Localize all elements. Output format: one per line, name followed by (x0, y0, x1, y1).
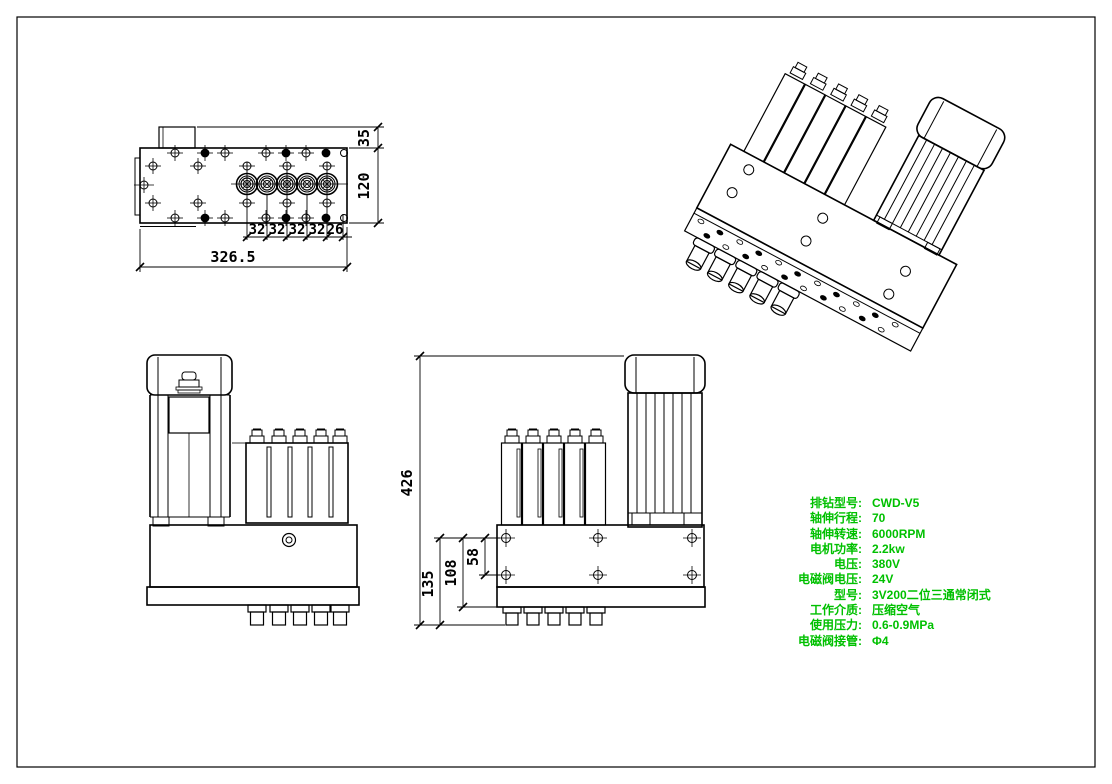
dim-pitch-2: 32 (269, 222, 286, 238)
dim-pitch-4: 32 (309, 222, 326, 238)
cable-gland (175, 371, 203, 394)
spec-value: Φ4 (872, 633, 889, 648)
side-cylinders (500, 428, 607, 526)
dim-pitch-3: 32 (289, 222, 306, 238)
spec-row: 电磁阀电压: 24V (770, 572, 991, 587)
top-view: 35 120 32 32 32 32 26 (134, 122, 384, 272)
spec-label: 轴伸转速: (810, 526, 862, 541)
spec-value: CWD-V5 (872, 496, 920, 510)
spec-row: 电压: 380V (770, 557, 991, 572)
dim-pitch-1: 32 (249, 222, 266, 238)
sheet-border (16, 16, 1096, 768)
spec-label: 电机功率: (810, 541, 862, 556)
front-base-plate (146, 586, 360, 606)
spec-label: 型号: (834, 587, 862, 602)
spec-row: 轴伸行程: 70 (770, 511, 991, 526)
air-fittings (249, 428, 348, 444)
spec-value: 24V (872, 572, 894, 587)
iso-cylinders (743, 61, 889, 206)
spec-label: 排钻型号: (810, 496, 862, 510)
front-motor (146, 354, 233, 527)
spec-value: 0.6-0.9MPa (872, 618, 935, 633)
spec-label: 电磁阀接管: (798, 633, 862, 648)
air-fittings (504, 428, 604, 444)
spec-value: 6000RPM (872, 526, 926, 541)
spec-value: 压缩空气 (872, 603, 921, 618)
side-view-dims: 426 135 108 58 (398, 351, 624, 630)
spec-sheet: 排钻型号: CWD-V5 轴伸行程: 70 轴伸转速: 6000RPM 电机功率: 2.… (770, 496, 991, 649)
side-motor (624, 354, 706, 528)
dim-pitch-5: 26 (327, 222, 344, 238)
spec-row: 电机功率: 2.2kw (770, 542, 991, 557)
side-base-plate (496, 586, 706, 608)
spec-row: 电磁阀接管: Φ4 (770, 634, 991, 649)
dim-overall-length: 326.5 (210, 248, 255, 266)
iso-chucks (685, 237, 800, 316)
front-chucks (247, 604, 350, 626)
front-body-plate (149, 524, 358, 588)
front-screw (281, 532, 297, 548)
dim-flange-height: 35 (355, 129, 373, 147)
dim-108: 108 (442, 559, 460, 586)
side-plate-holes (497, 529, 701, 584)
dim-body-depth: 120 (355, 172, 373, 199)
top-view-dims-right: 35 120 (197, 122, 384, 228)
dim-58: 58 (464, 548, 482, 566)
spec-row: 工作介质: 压缩空气 (770, 603, 991, 618)
spec-label: 电压: (834, 557, 862, 572)
junction-box (168, 396, 210, 434)
spec-row: 型号: 3V200二位三通常闭式 (770, 588, 991, 603)
spec-label: 使用压力: (810, 618, 862, 633)
isometric-view (683, 61, 1006, 352)
iso-motor (872, 96, 1006, 257)
front-cylinder-block (232, 428, 349, 524)
dim-overall-height: 426 (398, 469, 416, 496)
spec-row: 轴伸转速: 6000RPM (770, 527, 991, 542)
spec-value: 380V (872, 557, 901, 572)
spec-label: 工作介质: (810, 603, 862, 618)
spec-row: 使用压力: 0.6-0.9MPa (770, 618, 991, 633)
spec-label: 电磁阀电压: (798, 572, 862, 587)
top-view-overall-dim: 326.5 (135, 227, 352, 272)
side-view: 426 135 108 58 (398, 351, 706, 630)
side-chucks (502, 606, 606, 626)
spec-value: 3V200二位三通常闭式 (872, 587, 991, 602)
top-view-pitch-dims: 32 32 32 32 26 (242, 162, 352, 242)
dim-135: 135 (419, 570, 437, 597)
top-view-flange (158, 126, 196, 149)
spec-row: 排钻型号: CWD-V5 (770, 496, 991, 511)
iso-plate (695, 143, 958, 330)
front-view (146, 354, 360, 626)
spec-value: 70 (872, 511, 886, 526)
spec-value: 2.2kw (872, 541, 905, 556)
spec-label: 轴伸行程: (810, 511, 862, 526)
